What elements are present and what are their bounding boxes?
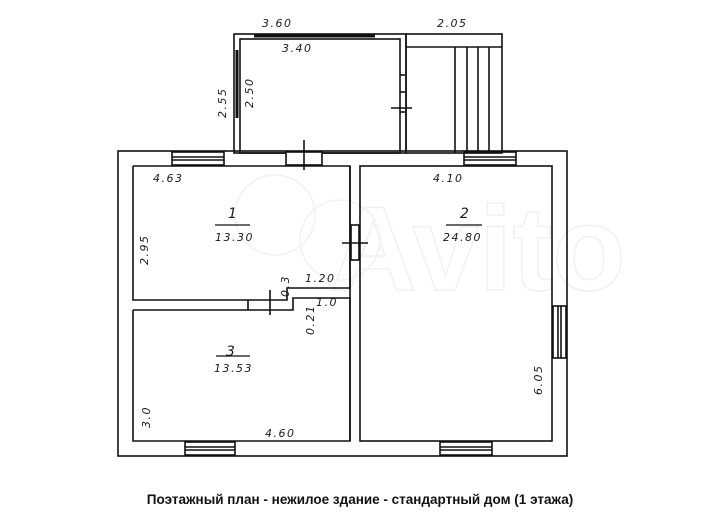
windows <box>171 151 567 456</box>
dim-room2-depth: 6.05 <box>532 365 545 396</box>
watermark-text: Avito <box>330 182 626 316</box>
doors <box>247 140 368 315</box>
walls <box>117 33 568 457</box>
dim-hall-width: 1.20 <box>305 272 336 285</box>
svg-text:13.30: 13.30 <box>215 231 254 244</box>
main-outer-wall <box>117 150 568 457</box>
porch <box>405 33 503 154</box>
annex-outer-wall <box>233 33 407 154</box>
dim-room1-width: 4.63 <box>153 172 184 185</box>
svg-text:3: 3 <box>226 344 235 360</box>
dim-hall-step: 0.3 <box>279 275 292 297</box>
room-2-label: 2 24.80 <box>443 206 482 244</box>
dim-annex-inner-depth: 2.50 <box>243 78 256 109</box>
dim-porch-width: 2.05 <box>437 17 468 30</box>
dim-closet-depth: 0.21 <box>304 305 317 336</box>
svg-text:1: 1 <box>228 206 237 222</box>
dim-room2-width: 4.10 <box>433 172 464 185</box>
room-3-label: 3 13.53 <box>214 344 253 375</box>
room-1-label: 1 13.30 <box>215 206 254 244</box>
dim-room3-width: 4.60 <box>265 427 296 440</box>
annex-inner-wall <box>239 38 401 154</box>
svg-text:13.53: 13.53 <box>214 362 253 375</box>
watermark: Avito <box>234 174 626 317</box>
plan-caption: Поэтажный план - нежилое здание - станда… <box>146 492 574 507</box>
dim-room1-depth: 2.95 <box>138 235 151 266</box>
svg-text:2: 2 <box>460 206 469 222</box>
dim-closet-width: 1.0 <box>316 296 338 309</box>
dim-annex-outer-width: 3.60 <box>262 17 293 30</box>
dim-room3-depth: 3.0 <box>140 406 153 428</box>
svg-text:24.80: 24.80 <box>443 231 482 244</box>
room-2-wall <box>359 165 553 442</box>
dimension-labels: 3.60 3.40 2.55 2.50 2.05 4.63 2.95 4.10 … <box>138 17 545 440</box>
dim-annex-inner-width: 3.40 <box>282 42 313 55</box>
dim-annex-outer-depth: 2.55 <box>216 88 229 119</box>
